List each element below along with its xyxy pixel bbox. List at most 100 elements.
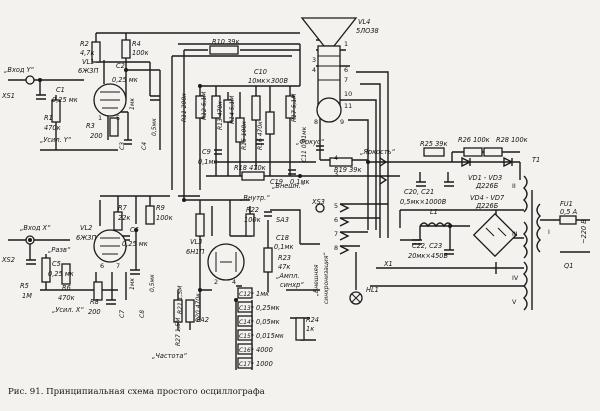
label-r9v: 100к: [156, 214, 173, 222]
label-r4v: 100к: [132, 49, 149, 57]
label-vnutr: „Внутр.“: [240, 194, 270, 202]
label-r27: R27 1,5М: [175, 317, 182, 346]
label-bright: „Яркость“: [360, 148, 396, 156]
label-sinh: синхр“: [280, 281, 304, 289]
label-c22: C22, C23: [412, 242, 442, 250]
label-r1: R1: [44, 114, 53, 122]
label-l1: L1: [430, 208, 438, 216]
label-r3: R3: [86, 122, 95, 130]
label-vl4t: 5ЛО38: [356, 27, 379, 35]
label-r6v: 470к: [58, 294, 75, 302]
crt-pin: 1: [344, 40, 348, 48]
label-c22v: 20мк×450В: [408, 252, 448, 260]
x1-pin: 8: [334, 244, 338, 252]
x1-pin: 4: [334, 154, 338, 162]
label-vl1t: 6Ж3П: [78, 67, 98, 75]
label-c5: C5: [52, 260, 61, 268]
label-c10v: 10мк×300В: [248, 77, 288, 85]
crt-pin: 8: [314, 118, 318, 126]
tube-pin: 6: [100, 262, 104, 270]
crt-pin: 3: [312, 56, 316, 64]
label-r6: R6: [62, 284, 71, 292]
label-r7v: 22к: [118, 214, 130, 222]
label-c18: C18: [276, 234, 289, 242]
label-vl4: VL4: [358, 18, 370, 26]
diodes: [461, 156, 518, 258]
label-c2: C2: [116, 62, 125, 70]
label-vl2: VL2: [80, 224, 92, 232]
label-c4v: 0,5мк: [151, 118, 158, 136]
label-r7: R7: [118, 204, 128, 212]
label-r22v: 100к: [244, 216, 261, 224]
label-r5: R5: [20, 282, 29, 290]
label-razv: „Разв“: [48, 246, 71, 254]
label-xs3: XS3: [311, 198, 325, 206]
tube-pin: 7: [116, 262, 120, 270]
label-inY: „Вход Y“: [4, 66, 34, 74]
label-c19: C19: [270, 178, 283, 186]
tube-pin: 2: [214, 278, 218, 286]
label-usY: „Усил. Y“: [40, 136, 72, 144]
label-x1: X1: [383, 260, 393, 268]
label-r15: R15 100к: [241, 121, 248, 150]
tube-pin: 1: [98, 114, 102, 122]
label-c13v: 0,25мк: [256, 304, 280, 312]
label-c1: C1: [56, 86, 65, 94]
label-r3v: 200: [90, 132, 103, 140]
label-vl3t: 6Н1П: [186, 248, 204, 256]
label-r26: R26 100к: [458, 136, 490, 144]
winding-numbers: II III IV V I: [512, 182, 550, 306]
label-foc: „Фокус“: [296, 138, 325, 146]
label-xs1: XS1: [1, 92, 15, 100]
label-vnesh: „Внешн.“: [272, 182, 305, 190]
label-c1v: 0,25 мк: [52, 96, 78, 104]
label-r25: R25 39к: [420, 140, 447, 148]
label-c10: C10: [254, 68, 267, 76]
x1-pin-numbers: 4 3 5 6 7 8: [334, 154, 338, 252]
crt-pin: 6: [344, 66, 348, 74]
label-r22: R22: [246, 206, 259, 214]
label-ext: „Внешняя: [313, 264, 320, 296]
label-c6v: 0,25 мк: [122, 240, 148, 248]
label-c7v: 1мк: [129, 278, 136, 290]
label-r9: R9: [156, 204, 165, 212]
label-fu1: FU1: [560, 200, 573, 208]
label-vd4t: Д226Б: [475, 202, 499, 210]
x1-pin: 6: [334, 216, 338, 224]
label-sa2: SA2: [196, 316, 209, 324]
label-c14: C14*: [239, 319, 254, 326]
label-r10: R10 39к: [212, 38, 239, 46]
label-c9v: 0,1мк: [198, 158, 217, 166]
label-r13: R13 470к: [217, 101, 224, 130]
label-r8v: 200: [88, 308, 101, 316]
label-c20: C20, C21: [404, 188, 434, 196]
label-c4: C4: [141, 142, 148, 150]
label-r12: R12 5,1М: [201, 91, 208, 120]
x1-pin: 7: [334, 230, 338, 238]
label-ampl: „Ампл.: [276, 272, 300, 280]
label-c17v: 1000: [256, 360, 273, 368]
label-fu1v: 0,5 А: [560, 208, 578, 216]
figure-caption: Рис. 91. Принципиальная схема простого о…: [8, 387, 265, 397]
label-c8v: 0,5мк: [149, 274, 156, 292]
vacuum-tubes: [93, 83, 245, 281]
x1-pin: 5: [334, 202, 338, 210]
label-r23: R23: [278, 254, 291, 262]
label-mains: ~220 В: [580, 219, 588, 244]
label-r1v: 470к: [44, 124, 61, 132]
component-labels: „Вход Y“ XS1 R2 4,7к VL1 6Ж3П R4 100к C2…: [1, 18, 588, 368]
label-r11: R11 200к: [181, 93, 188, 122]
x1-pin: 3: [334, 170, 338, 178]
label-c11: C11 0,01мк: [301, 126, 308, 162]
label-vl3: VL3: [190, 238, 202, 246]
label-r28: R28 100к: [496, 136, 528, 144]
label-r17: R17 5,1М: [291, 93, 298, 122]
label-vl2t: 6Ж3П: [76, 234, 96, 242]
resistors: [41, 39, 503, 341]
winding-I: I: [548, 228, 550, 236]
label-r24: R24: [306, 316, 319, 324]
label-r5v: 1М: [22, 292, 32, 300]
label-q1: Q1: [564, 262, 573, 270]
label-c15v: 0,015мк: [256, 332, 284, 340]
